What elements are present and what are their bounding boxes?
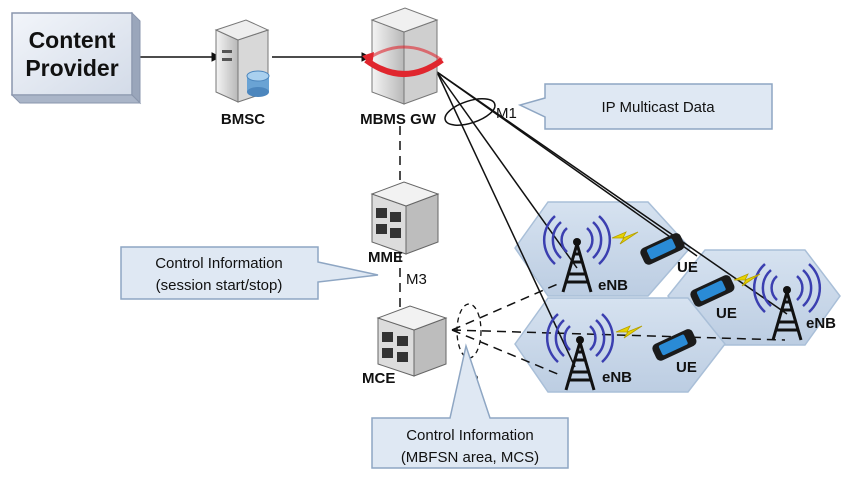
ue-label-2: UE [716,305,737,322]
control-session-line1: Control Information [155,255,283,272]
mce-label: MCE [362,370,395,387]
m1-interface-ellipse [444,98,496,126]
content-provider-label-1: Content [29,27,116,53]
bmsc-server-icon [214,19,270,103]
bmsc-label: BMSC [221,111,265,128]
ue-label-1: UE [677,259,698,276]
cell-hexagon-3 [514,297,726,393]
ip-multicast-callout: IP Multicast Data [517,83,773,130]
ip-multicast-label: IP Multicast Data [601,99,715,116]
control-session-callout: Control Information (session start/stop) [120,246,379,300]
content-provider-label-2: Provider [25,55,118,81]
mme-label: MME [368,249,403,266]
mbms-gw-label: MBMS GW [360,111,437,128]
control-session-line2: (session start/stop) [156,277,283,294]
enb-label-1: eNB [598,277,628,294]
mme-server-icon [370,181,440,255]
mbms-gw-server-icon [362,7,444,105]
mce-server-icon [376,305,448,377]
control-mbsfn-callout: Control Information (MBFSN area, MCS) [371,343,569,469]
m1-label: M1 [496,105,517,122]
enb-label-2: eNB [806,315,836,332]
enb-label-3: eNB [602,369,632,386]
content-provider-box: Content Provider [10,11,142,105]
ue-label-3: UE [676,359,697,376]
control-mbsfn-line1: Control Information [406,427,534,444]
control-mbsfn-line2: (MBFSN area, MCS) [401,449,539,466]
m3-label: M3 [406,271,427,288]
